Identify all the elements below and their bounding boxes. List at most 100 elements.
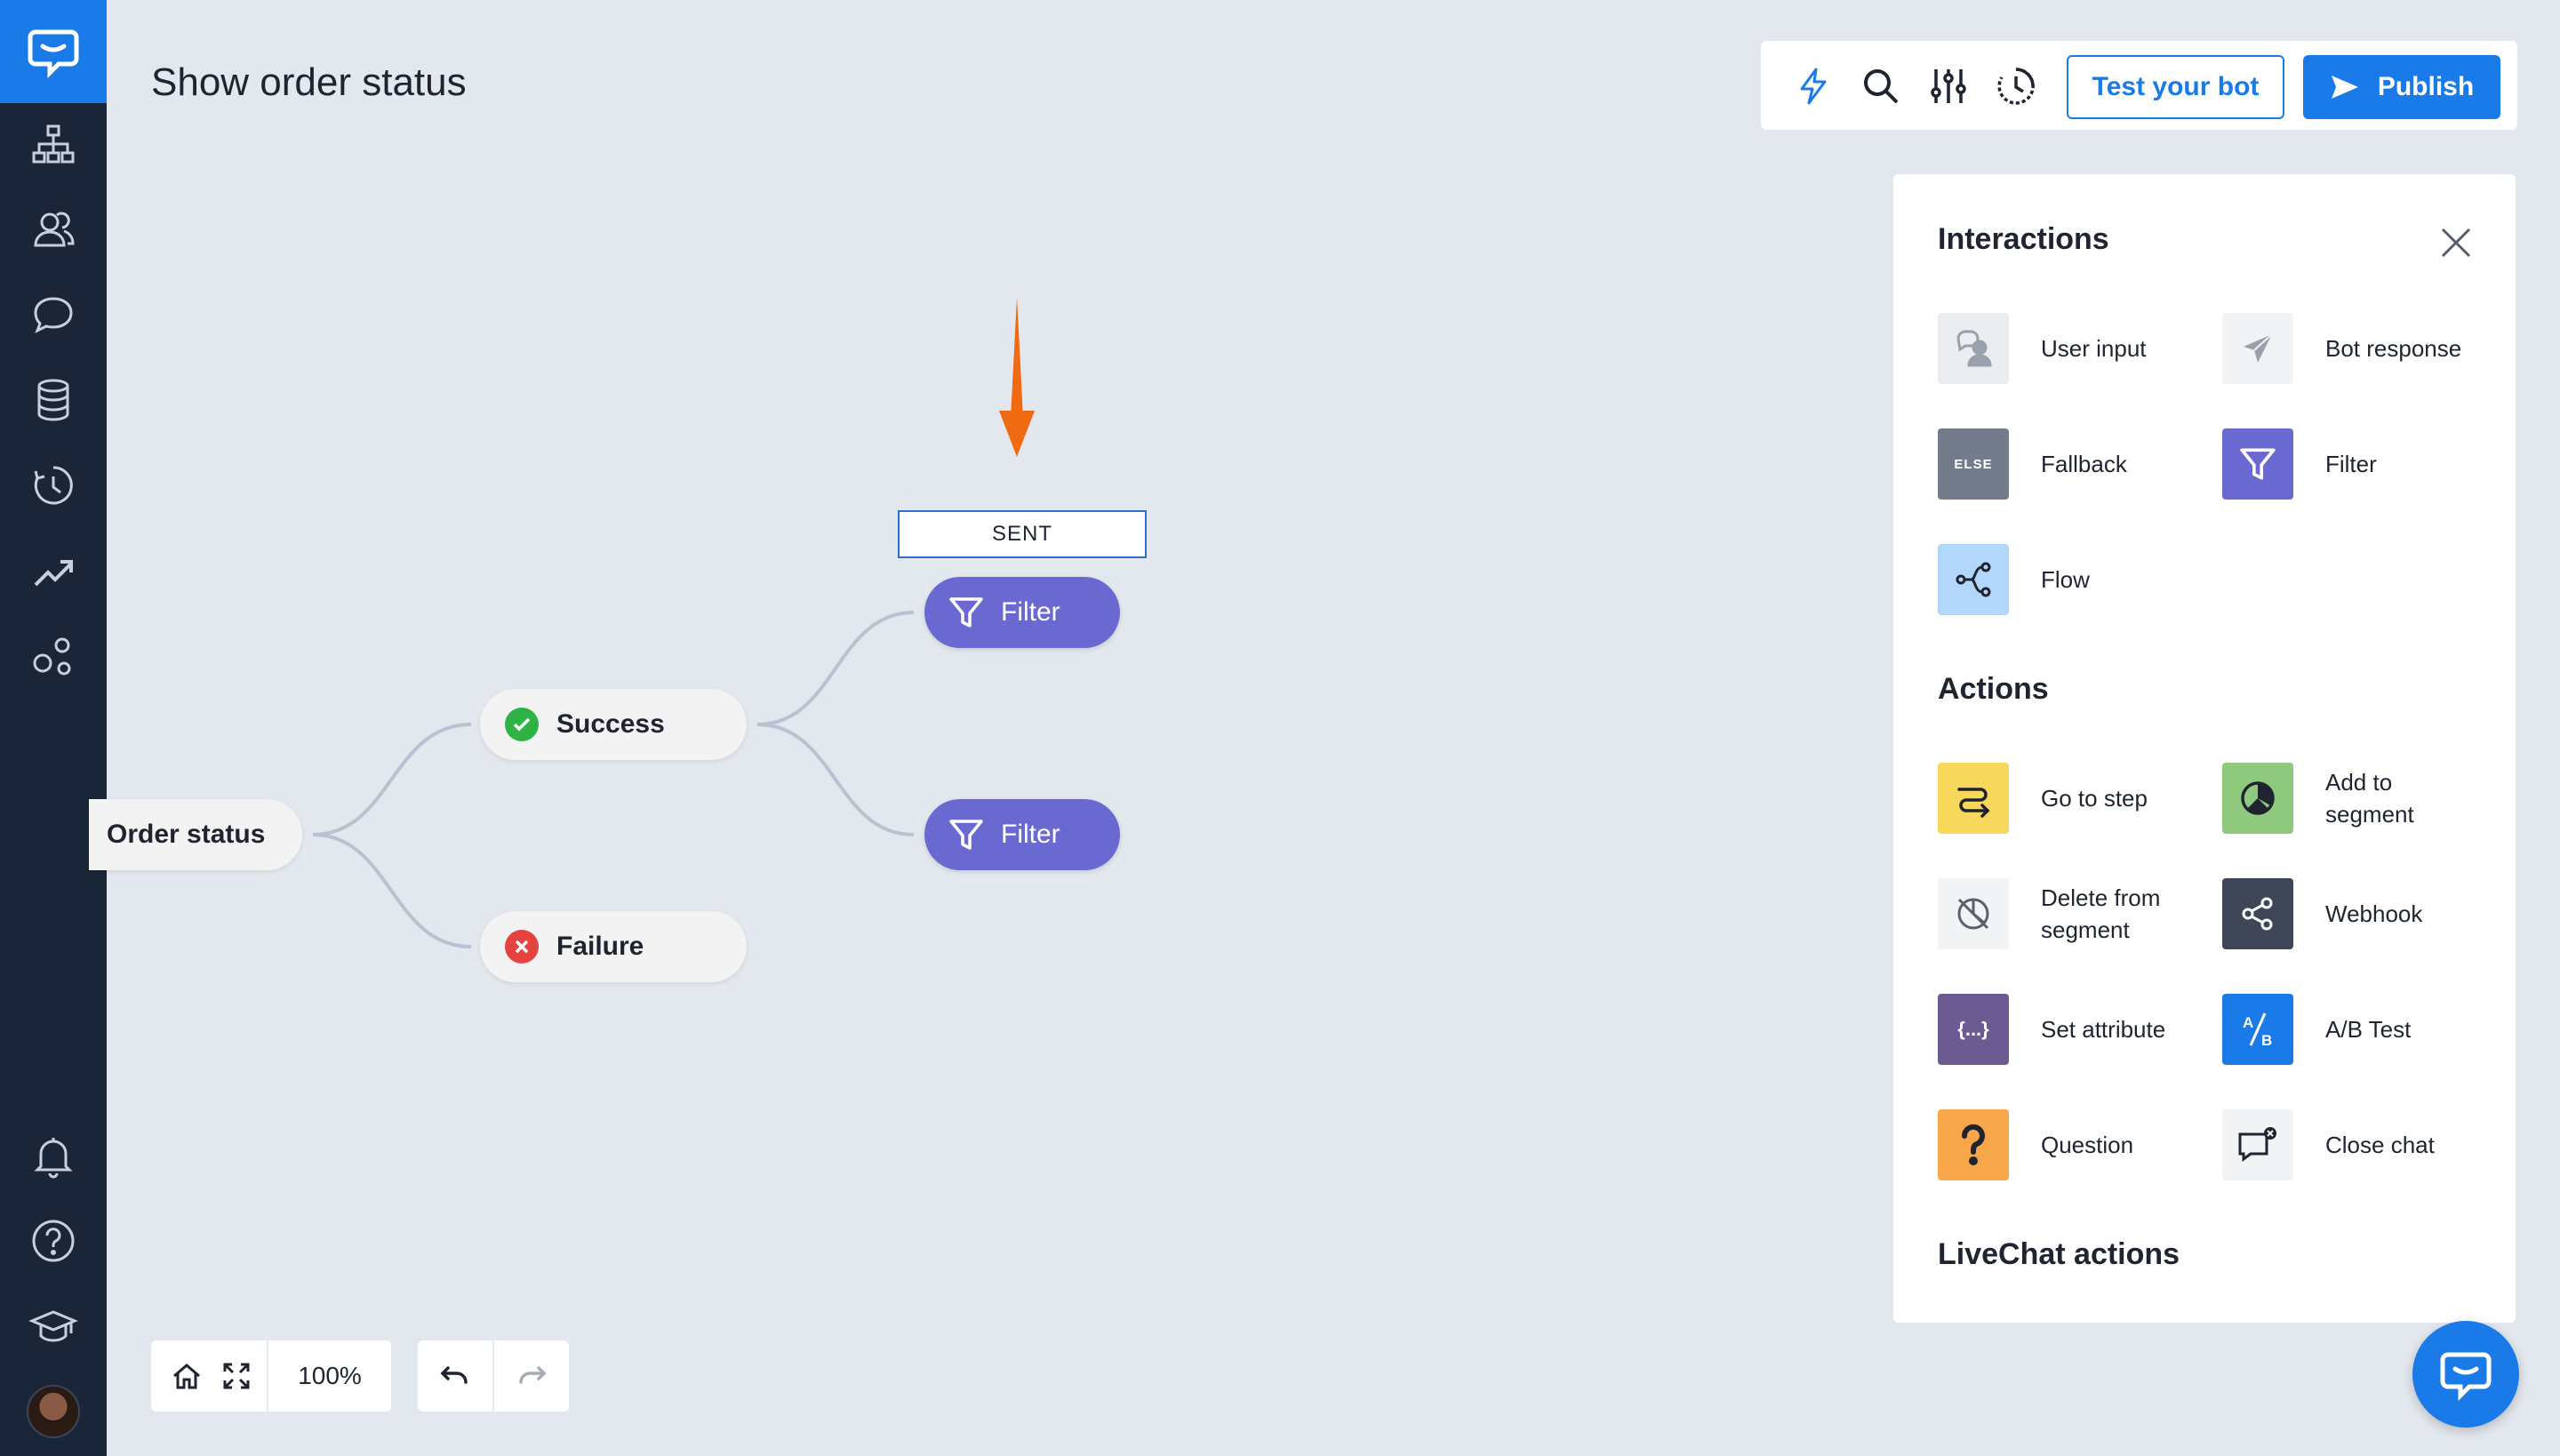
node-order-status[interactable]: Order status [89,799,302,870]
undo-button[interactable] [418,1340,492,1412]
avatar[interactable] [27,1385,80,1438]
block-bot-response[interactable]: Bot response [2222,313,2485,384]
webhook-icon [2222,878,2293,949]
block-user-input[interactable]: User input [1938,313,2201,384]
expand-icon [223,1363,250,1389]
block-question-label: Question [2041,1132,2134,1158]
publish-label: Publish [2377,72,2475,101]
chatbot-logo[interactable] [0,0,107,103]
database-icon [37,379,69,421]
block-add-to-segment[interactable]: Add to segment [2222,763,2485,834]
else-text: ELSE [1954,456,1993,472]
sliders-icon [1931,69,1966,103]
block-question[interactable]: Question [1938,1109,2201,1180]
block-close-chat[interactable]: Close chat [2222,1109,2485,1180]
flow-icon [1938,544,2009,615]
block-filter[interactable]: Filter [2222,428,2485,500]
block-set-attribute[interactable]: {...} Set attribute [1938,994,2201,1065]
sitemap-icon [32,124,75,164]
bubbles-icon [33,637,71,676]
history-button[interactable] [1996,66,2036,107]
block-flow-label: Flow [2041,566,2090,593]
history-controls [418,1340,569,1412]
block-go-to-step[interactable]: Go to step [1938,763,2201,834]
svg-text:B: B [2261,1032,2272,1049]
close-chat-icon [2222,1109,2293,1180]
fit-screen-button[interactable] [206,1340,267,1412]
node-filter-2[interactable]: Filter [924,799,1120,870]
block-flow[interactable]: Flow [1938,544,2201,615]
attr-text: {...} [1957,1018,1989,1040]
go-to-step-icon [1938,763,2009,834]
block-bot-response-label: Bot response [2325,335,2462,362]
search-button[interactable] [1860,66,1901,107]
speech-bubble-icon [34,297,73,334]
block-delete-from-segment-label: Delete from segment [2041,884,2161,943]
block-fallback[interactable]: ELSE Fallback [1938,428,2201,500]
redo-button[interactable] [494,1340,569,1412]
paper-plane-icon [2222,313,2293,384]
close-panel-button[interactable] [2436,222,2476,263]
sidebar-item-stories[interactable] [0,101,107,187]
sidebar-item-chats[interactable] [0,272,107,357]
lightning-button[interactable] [1793,66,1834,107]
sidebar-item-audience[interactable] [0,187,107,272]
node-filter-1[interactable]: Filter [924,577,1120,648]
else-icon: ELSE [1938,428,2009,500]
send-icon [2331,76,2358,99]
block-fallback-label: Fallback [2041,451,2127,477]
settings-button[interactable] [1928,66,1969,107]
history-icon [34,466,73,505]
block-delete-from-segment[interactable]: Delete from segment [1938,878,2201,949]
help-icon [32,1220,75,1262]
connector-success-filter2 [756,723,915,836]
history-icon [1997,68,2035,105]
sidebar-item-history[interactable] [0,443,107,528]
bell-icon [34,1138,73,1179]
check-icon [505,708,539,741]
sidebar-item-integrations[interactable] [0,613,107,699]
user-input-icon [1938,313,2009,384]
filter-icon [949,597,983,628]
connector-order-success [312,723,472,836]
zoom-controls: 100% [151,1340,391,1412]
zoom-level[interactable]: 100% [298,1362,362,1389]
chat-widget-button[interactable] [2412,1321,2519,1428]
delete-segment-icon [1938,878,2009,949]
connector-success-filter1 [756,611,915,726]
filter-icon [949,820,983,850]
publish-button[interactable]: Publish [2303,55,2500,119]
node-success[interactable]: Success [480,689,747,760]
sidebar-item-reports[interactable] [0,528,107,613]
set-attribute-icon: {...} [1938,994,2009,1065]
block-webhook[interactable]: Webhook [2222,878,2485,949]
node-failure[interactable]: Failure [480,911,747,982]
home-button[interactable] [151,1340,206,1412]
graduation-cap-icon [28,1310,78,1342]
undo-icon [440,1366,468,1384]
sidebar [0,0,107,1456]
sent-label-box[interactable]: SENT [898,510,1147,558]
sidebar-item-academy[interactable] [0,1284,107,1369]
down-arrow-icon [999,297,1035,457]
page-title: Show order status [151,60,467,104]
block-ab-test-label: A/B Test [2325,1016,2412,1043]
users-icon [34,212,75,247]
divider [267,1340,268,1412]
sidebar-item-notifications[interactable] [0,1113,107,1198]
test-bot-button[interactable]: Test your bot [2067,55,2284,119]
error-icon [505,930,539,964]
sidebar-item-help[interactable] [0,1198,107,1284]
connector-order-failure [312,833,472,948]
block-user-input-label: User input [2041,335,2147,362]
block-set-attribute-label: Set attribute [2041,1016,2166,1043]
lightning-icon [1800,68,1827,105]
redo-icon [519,1366,547,1384]
node-success-label: Success [556,709,665,739]
question-icon [1938,1109,2009,1180]
sidebar-item-database[interactable] [0,357,107,443]
home-icon [173,1364,200,1389]
actions-heading: Actions [1938,672,2049,706]
